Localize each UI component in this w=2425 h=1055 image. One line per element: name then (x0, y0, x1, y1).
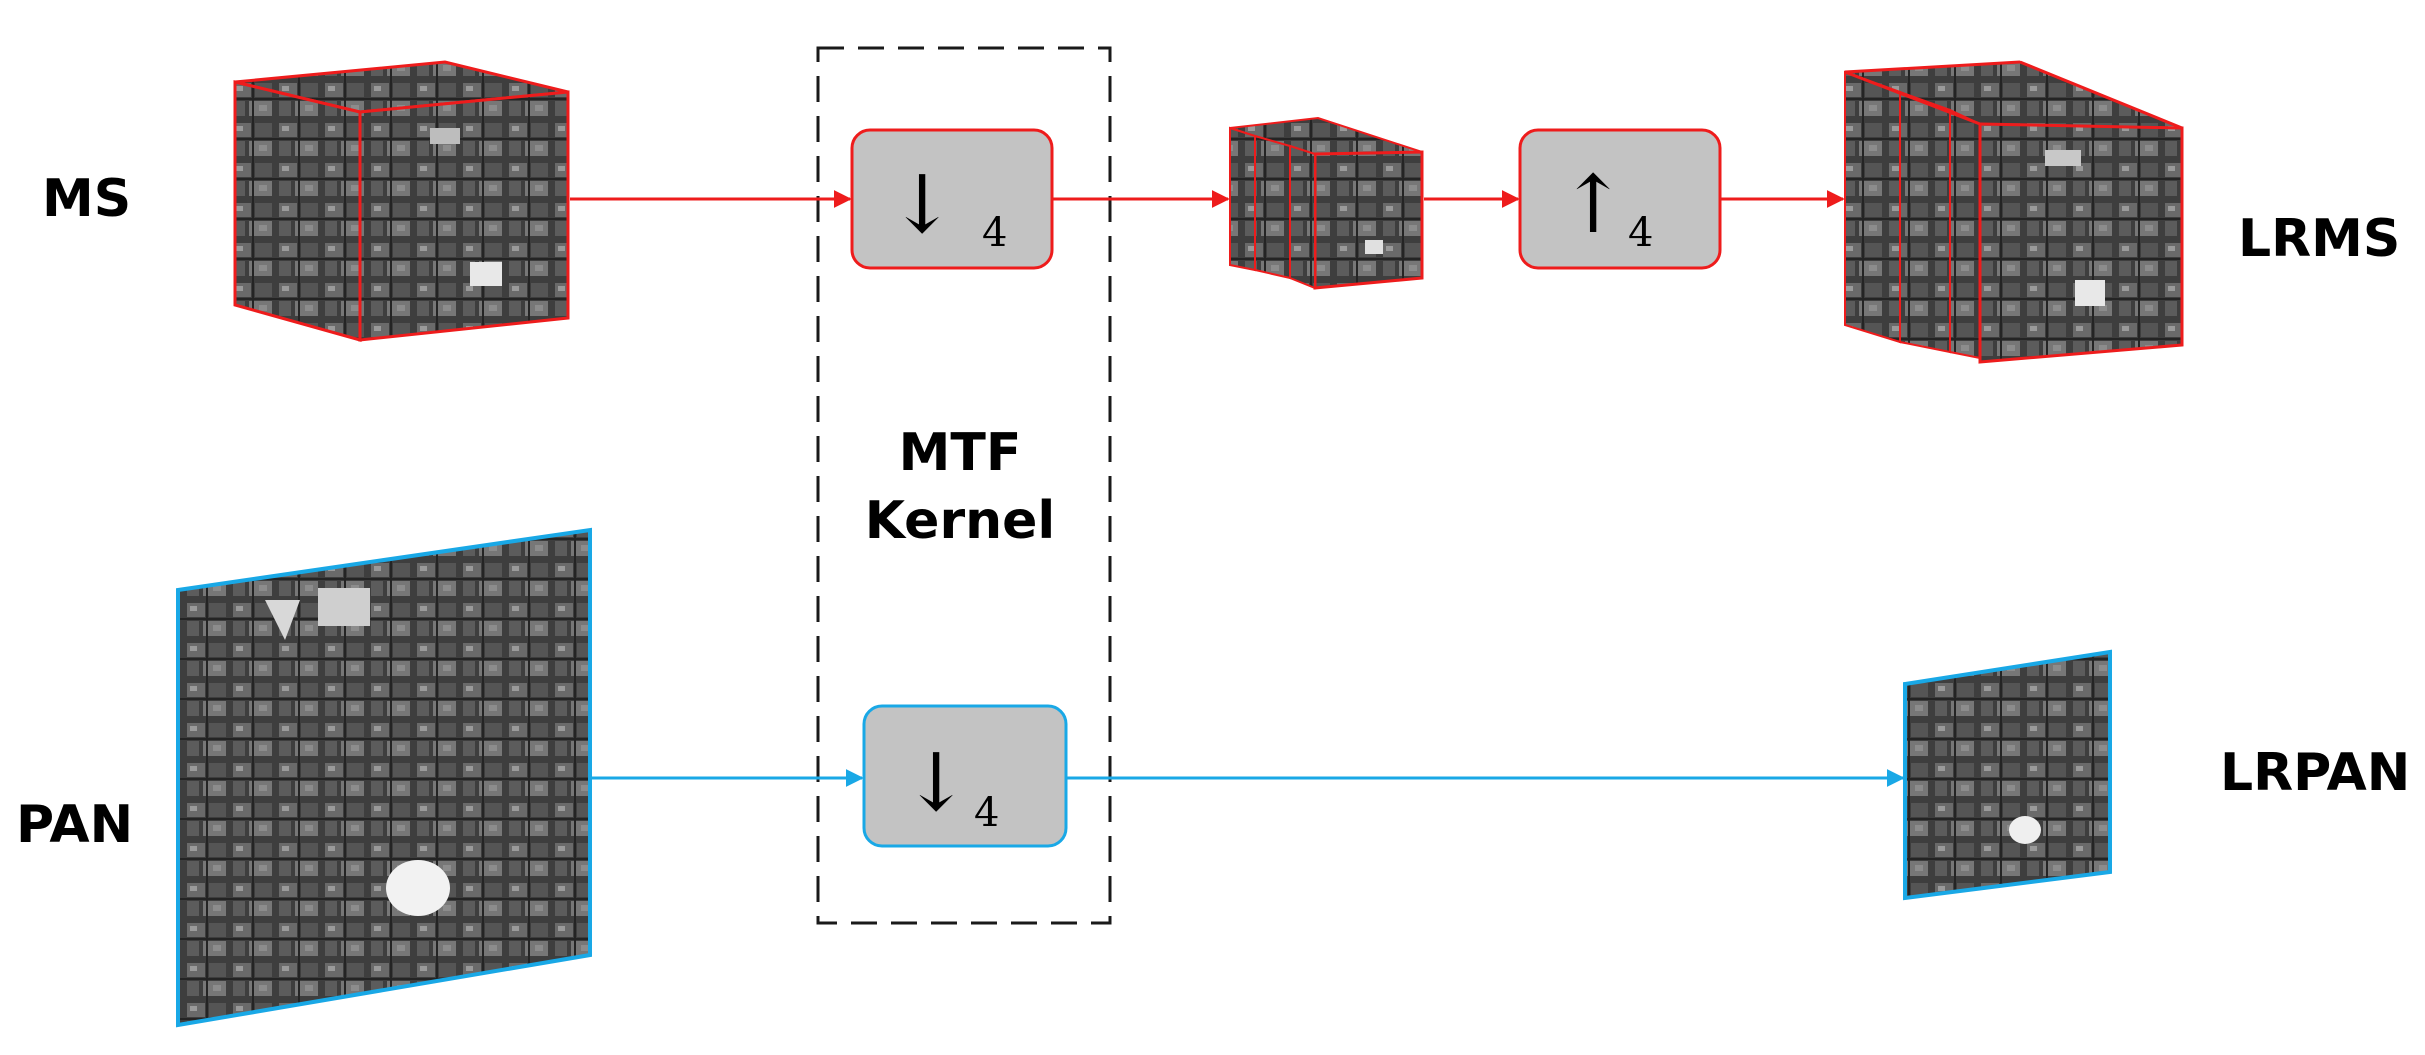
down-arrow-icon: ↓ (902, 736, 969, 829)
lrpan-label: LRPAN (2220, 743, 2410, 803)
upsample-factor: 4 (1628, 210, 1653, 256)
mtf-label: MTF (899, 423, 1022, 483)
up-arrow-icon: ↑ (1559, 158, 1626, 251)
panchromatic-image-icon (176, 527, 592, 1028)
downsample-pan-box: ↓ 4 (862, 704, 1068, 848)
ms-cube-icon (233, 60, 570, 342)
downsample-factor: 4 (974, 790, 999, 836)
down-arrow-icon: ↓ (888, 158, 955, 251)
ms-label: MS (42, 169, 131, 229)
low-res-cube-icon (1229, 116, 1424, 290)
kernel-label: Kernel (865, 491, 1055, 551)
mtf-kernel-region (816, 46, 1112, 925)
upsample-ms-box: ↑ 4 (1518, 128, 1722, 270)
lrms-label: LRMS (2238, 209, 2400, 269)
pan-label: PAN (16, 795, 133, 855)
low-res-pan-image-icon (1903, 649, 2112, 901)
downsample-ms-box: ↓ 4 (850, 128, 1054, 270)
downsample-factor: 4 (982, 210, 1007, 256)
upsampled-cube-icon (1844, 60, 2184, 364)
